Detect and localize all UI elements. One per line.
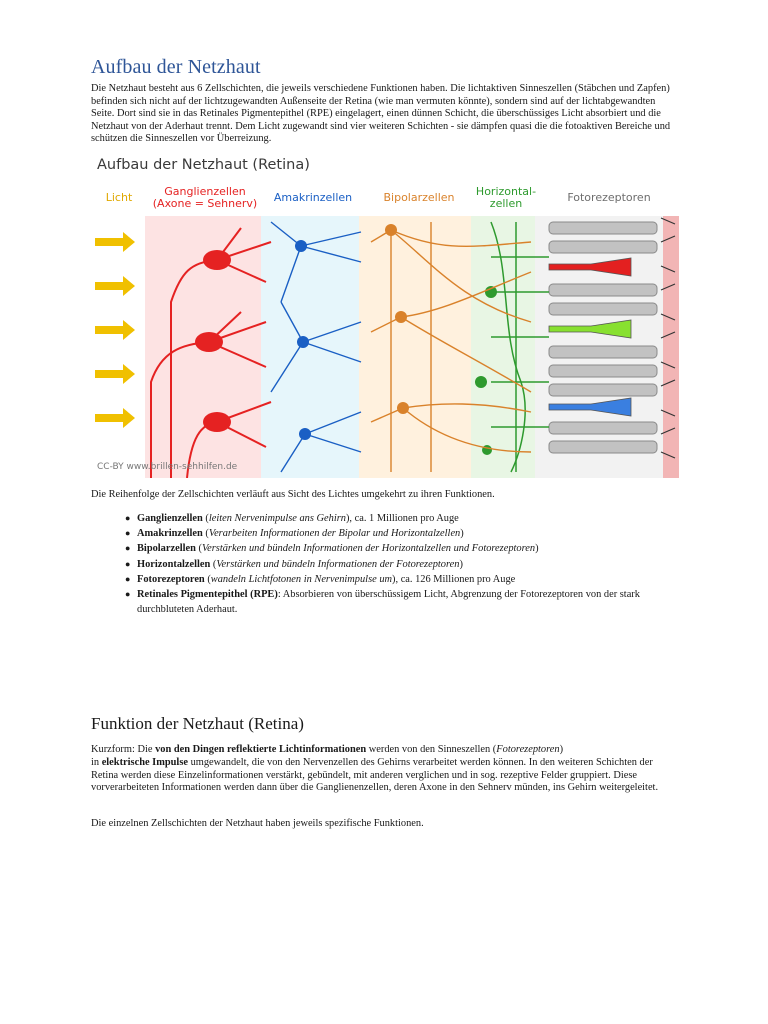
summary-bold: elektrische Impulse bbox=[102, 757, 188, 768]
list-item: ●Retinales Pigmentepithel (RPE): Absorbi… bbox=[91, 587, 679, 617]
summary-text: Kurzform: Die bbox=[91, 744, 155, 755]
summary-text: ) bbox=[560, 744, 563, 755]
summary-bold: von den Dingen reflektierte Lichtinforma… bbox=[155, 744, 366, 755]
label-bipolarzellen: Bipolarzellen bbox=[367, 192, 471, 204]
layer-name: Amakrinzellen bbox=[137, 528, 203, 539]
layer-name: Ganglienzellen bbox=[137, 513, 203, 524]
layer-extra: , ca. 126 Millionen pro Auge bbox=[396, 574, 516, 585]
intro-paragraph: Die Netzhaut besteht aus 6 Zellschichten… bbox=[91, 83, 679, 146]
label-fotorezeptoren: Fotorezeptoren bbox=[555, 192, 663, 204]
figure-credit: CC-BY www.brillen-sehhilfen.de bbox=[97, 462, 237, 472]
layer-name: Horizontalzellen bbox=[137, 559, 210, 570]
layer-detail: wandeln Lichtfotonen in Nervenimpulse um bbox=[211, 574, 392, 585]
label-ganglienzellen: Ganglienzellen (Axone = Sehnerv) bbox=[147, 186, 263, 210]
list-item: ●Ganglienzellen (leiten Nervenimpulse an… bbox=[91, 511, 679, 526]
label-horizontalzellen: Horizontal- zellen bbox=[473, 186, 539, 210]
figure-title: Aufbau der Netzhaut (Retina) bbox=[97, 157, 310, 173]
layer-name: Bipolarzellen bbox=[137, 543, 196, 554]
list-item: ●Amakrinzellen (Verarbeiten Informatione… bbox=[91, 526, 679, 541]
label-licht: Licht bbox=[101, 192, 137, 204]
label-ganglien-line2: (Axone = Sehnerv) bbox=[147, 198, 263, 210]
horizontal-band bbox=[471, 216, 535, 478]
summary-text: in bbox=[91, 757, 102, 768]
layer-list: ●Ganglienzellen (leiten Nervenimpulse an… bbox=[91, 511, 679, 617]
amakrin-band bbox=[261, 216, 359, 478]
retina-figure: Aufbau der Netzhaut (Retina) Licht Gangl… bbox=[91, 152, 679, 478]
layer-name: Retinales Pigmentepithel (RPE) bbox=[137, 589, 278, 600]
summary-text: werden von den Sinneszellen ( bbox=[366, 744, 496, 755]
label-amakrinzellen: Amakrinzellen bbox=[265, 192, 361, 204]
layer-detail: Verstärken und bündeln Informationen der… bbox=[202, 543, 535, 554]
list-item: ●Horizontalzellen (Verstärken und bündel… bbox=[91, 557, 679, 572]
list-item: ●Fotorezeptoren (wandeln Lichtfotonen in… bbox=[91, 572, 679, 587]
layer-extra: , ca. 1 Millionen pro Auge bbox=[349, 513, 458, 524]
summary-italic: Fotorezeptoren bbox=[496, 744, 559, 755]
layer-detail: Verstärken und bündeln Informationen der… bbox=[216, 559, 459, 570]
list-item: ●Bipolarzellen (Verstärken und bündeln I… bbox=[91, 541, 679, 556]
page-title: Aufbau der Netzhaut bbox=[91, 56, 261, 79]
summary-paragraph: Kurzform: Die von den Dingen reflektiert… bbox=[91, 744, 679, 795]
order-paragraph: Die Reihenfolge der Zellschichten verläu… bbox=[91, 489, 495, 500]
layer-name: Fotorezeptoren bbox=[137, 574, 205, 585]
rpe-band bbox=[663, 216, 679, 478]
label-horizontal-line2: zellen bbox=[473, 198, 539, 210]
layer-detail: Verarbeiten Informationen der Bipolar un… bbox=[209, 528, 460, 539]
closing-paragraph: Die einzelnen Zellschichten der Netzhaut… bbox=[91, 818, 424, 829]
light-arrows bbox=[95, 232, 135, 428]
layer-detail: leiten Nervenimpulse ans Gehirn bbox=[209, 513, 346, 524]
section-heading: Funktion der Netzhaut (Retina) bbox=[91, 714, 304, 734]
